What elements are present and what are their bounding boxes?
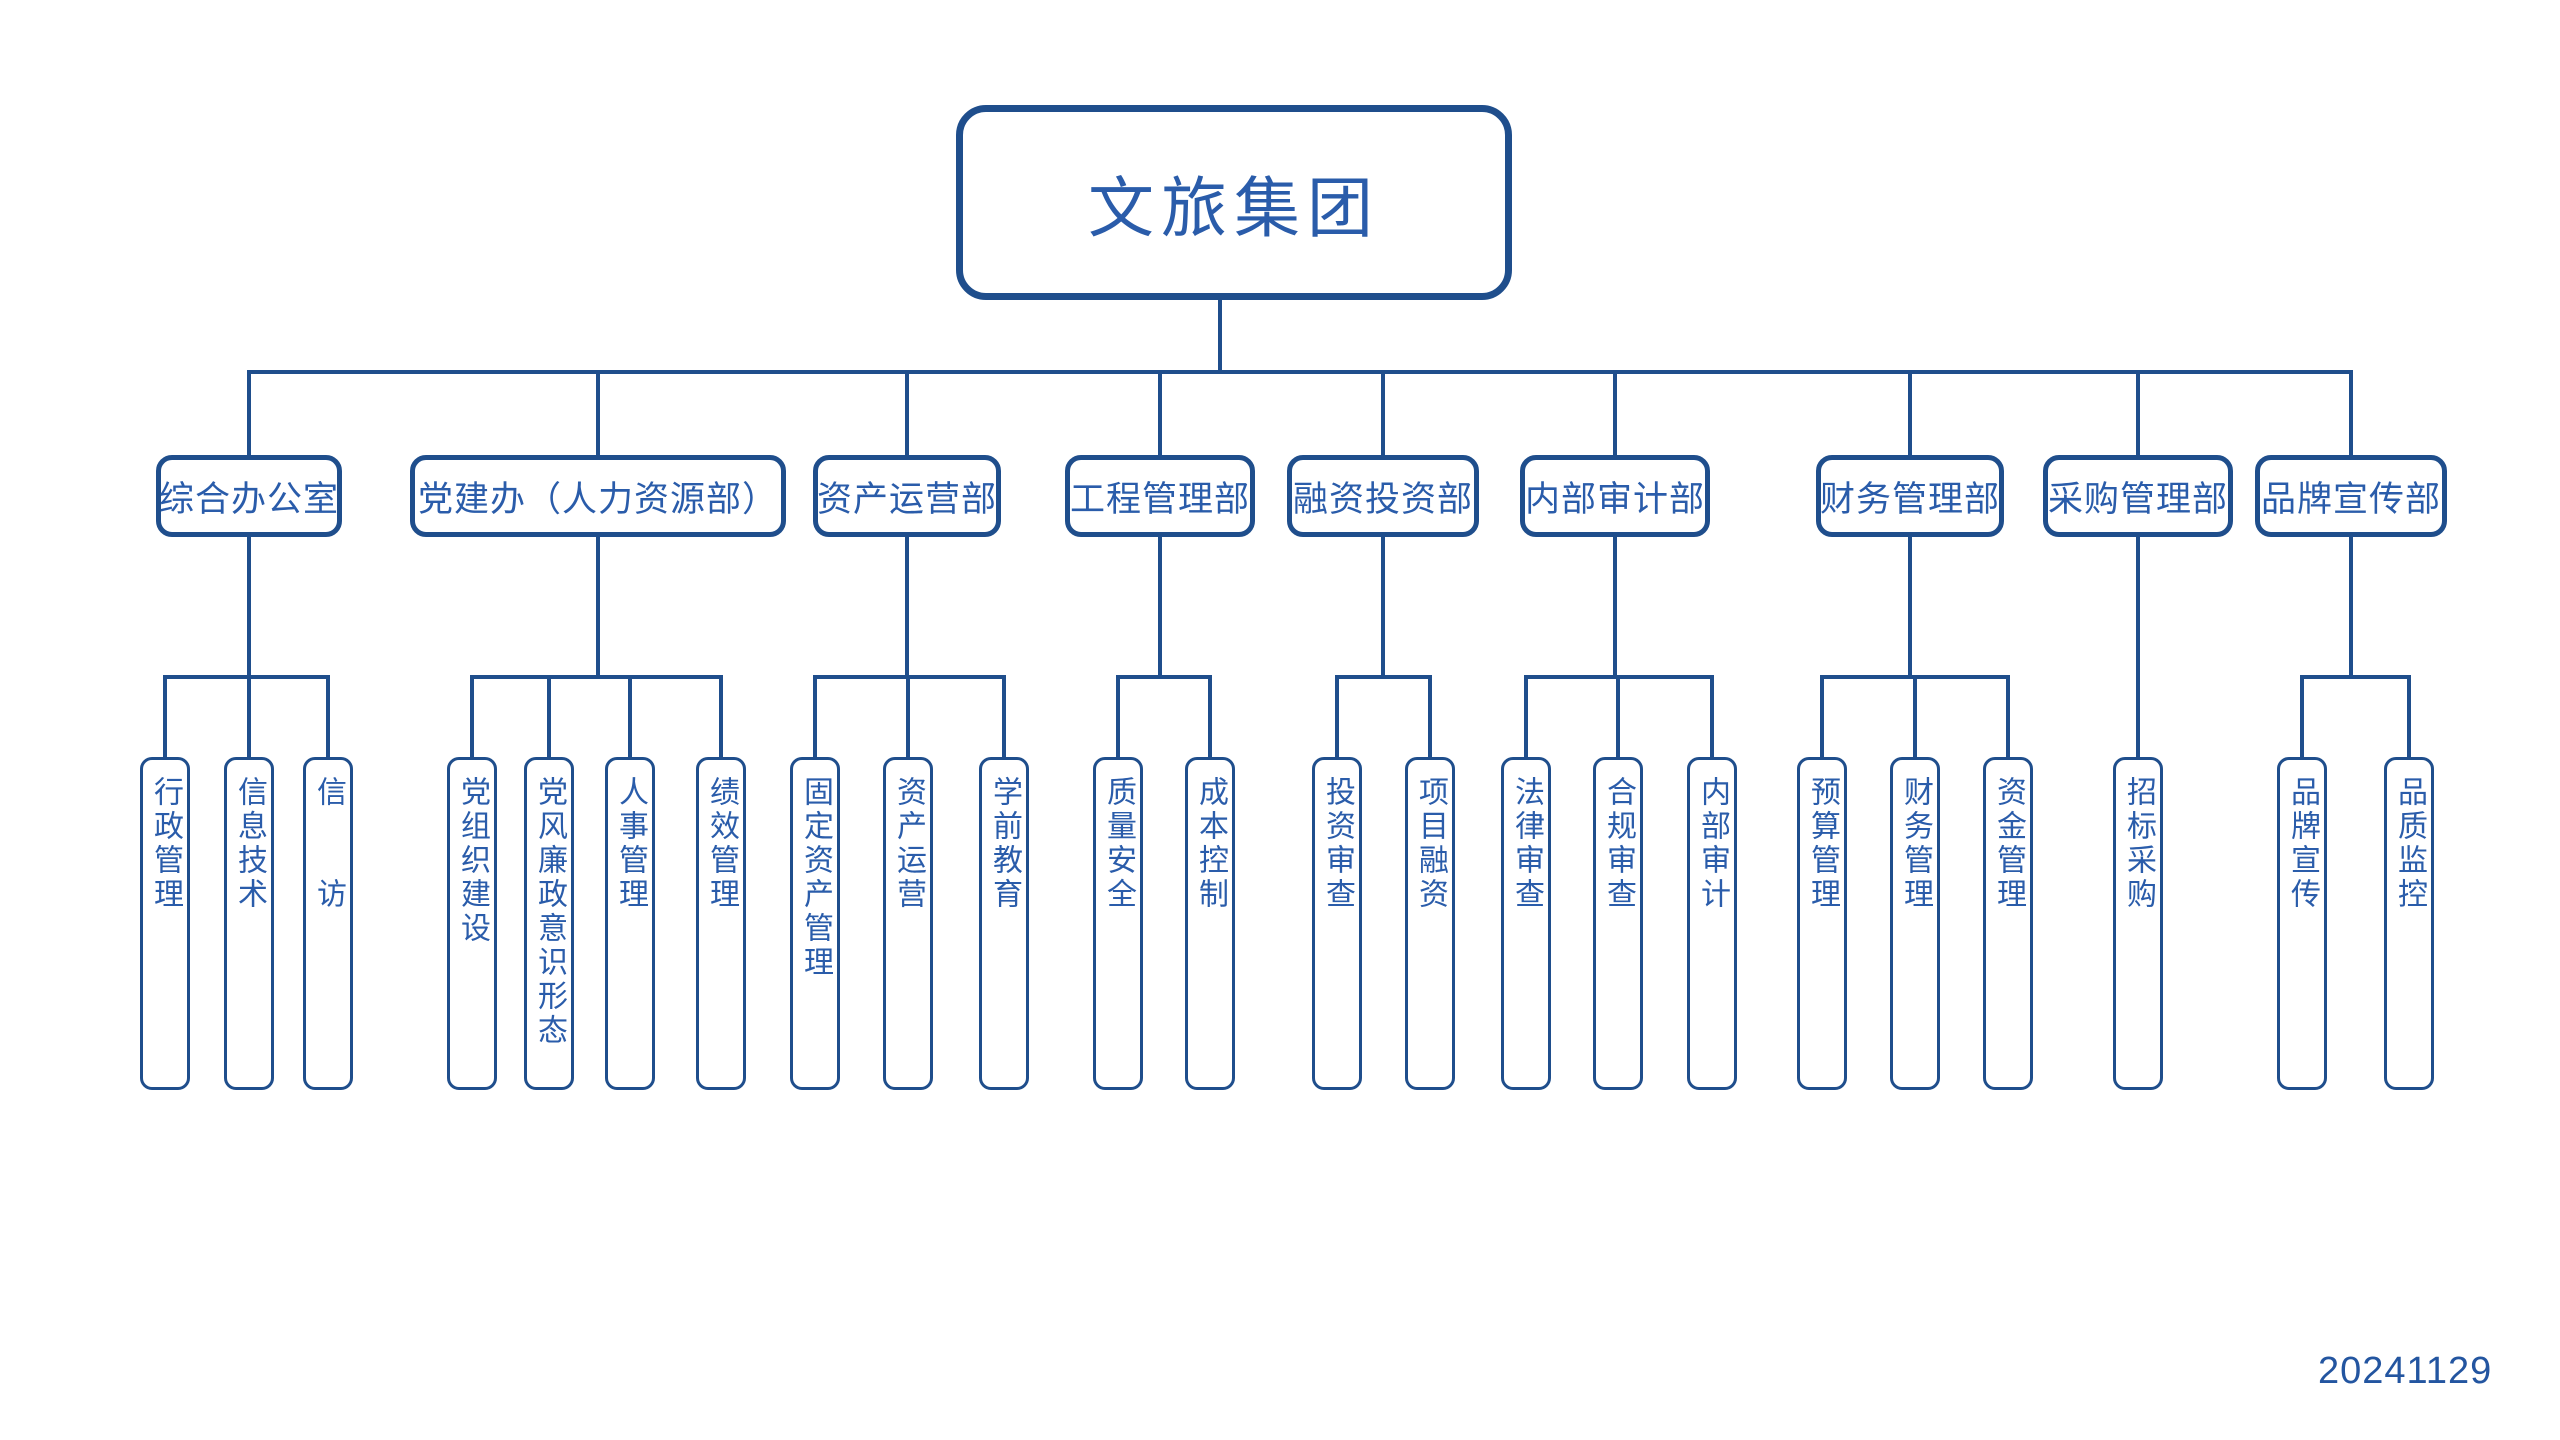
sub-box-party-org: 党组织建设 [447, 757, 497, 1090]
dept-box-brand-publicity: 品牌宣传部 [2255, 455, 2447, 537]
dept-box-internal-audit: 内部审计部 [1520, 455, 1710, 537]
sub-box-asset-ops: 资产运营 [883, 757, 933, 1090]
date-label: 20241129 [2318, 1350, 2493, 1392]
sub-box-quality-safety: 质量安全 [1093, 757, 1143, 1090]
sub-label: 质量安全 [1102, 776, 1135, 912]
sub-box-budget-mgmt: 预算管理 [1797, 757, 1847, 1090]
level2-drop-connectors [247, 535, 2353, 760]
sub-box-legal-review: 法律审查 [1501, 757, 1551, 1090]
sub-box-project-finance: 项目融资 [1405, 757, 1455, 1090]
root-connector [249, 298, 2351, 374]
sub-label: 成本控制 [1194, 776, 1227, 912]
level2-stub-connectors [163, 675, 2411, 760]
sub-box-cost-control: 成本控制 [1185, 757, 1235, 1090]
sub-label: 绩效管理 [705, 776, 738, 912]
sub-label: 信息技术 [233, 776, 266, 912]
sub-box-invest-review: 投资审查 [1312, 757, 1362, 1090]
sub-box-preschool-edu: 学前教育 [979, 757, 1029, 1090]
sub-label: 预算管理 [1806, 776, 1839, 912]
sub-label: 党风廉政意识形态 [533, 776, 566, 1048]
sub-label: 招标采购 [2122, 776, 2155, 912]
sub-label: 品质监控 [2393, 776, 2426, 912]
sub-box-admin-mgmt: 行政管理 [140, 757, 190, 1090]
sub-box-petition: 信 访 [303, 757, 353, 1090]
sub-box-compliance-review: 合规审查 [1593, 757, 1643, 1090]
sub-box-funds-mgmt: 资金管理 [1983, 757, 2033, 1090]
dept-box-party-hr: 党建办（人力资源部） [410, 455, 786, 537]
sub-label: 法律审查 [1510, 776, 1543, 912]
sub-label: 资产运营 [892, 776, 925, 912]
sub-label: 投资审查 [1321, 776, 1354, 912]
sub-box-info-tech: 信息技术 [224, 757, 274, 1090]
sub-label: 党组织建设 [456, 776, 489, 946]
sub-label: 固定资产管理 [799, 776, 832, 980]
sub-box-bidding: 招标采购 [2113, 757, 2163, 1090]
sub-label: 信 访 [312, 776, 345, 912]
sub-label: 人事管理 [614, 776, 647, 912]
sub-label: 行政管理 [149, 776, 182, 912]
sub-box-personnel: 人事管理 [605, 757, 655, 1090]
sub-box-fixed-assets: 固定资产管理 [790, 757, 840, 1090]
sub-label: 资金管理 [1992, 776, 2025, 912]
sub-box-party-conduct: 党风廉政意识形态 [524, 757, 574, 1090]
root-box: 文旅集团 [956, 105, 1512, 300]
level1-connectors [247, 370, 2353, 457]
sub-label: 项目融资 [1414, 776, 1447, 912]
dept-box-procurement: 采购管理部 [2043, 455, 2233, 537]
sub-box-performance: 绩效管理 [696, 757, 746, 1090]
sub-label: 合规审查 [1602, 776, 1635, 912]
sub-label: 内部审计 [1696, 776, 1729, 912]
dept-box-financing-invest: 融资投资部 [1287, 455, 1479, 537]
sub-label: 财务管理 [1899, 776, 1932, 912]
sub-label: 学前教育 [988, 776, 1021, 912]
dept-box-asset-operations: 资产运营部 [813, 455, 1001, 537]
dept-box-finance-mgmt: 财务管理部 [1816, 455, 2004, 537]
sub-label: 品牌宣传 [2286, 776, 2319, 912]
sub-box-internal-audit: 内部审计 [1687, 757, 1737, 1090]
sub-box-quality-monitor: 品质监控 [2384, 757, 2434, 1090]
sub-box-financial-mgmt: 财务管理 [1890, 757, 1940, 1090]
sub-box-brand-publicity: 品牌宣传 [2277, 757, 2327, 1090]
dept-box-general-office: 综合办公室 [156, 455, 342, 537]
dept-box-engineering: 工程管理部 [1065, 455, 1255, 537]
